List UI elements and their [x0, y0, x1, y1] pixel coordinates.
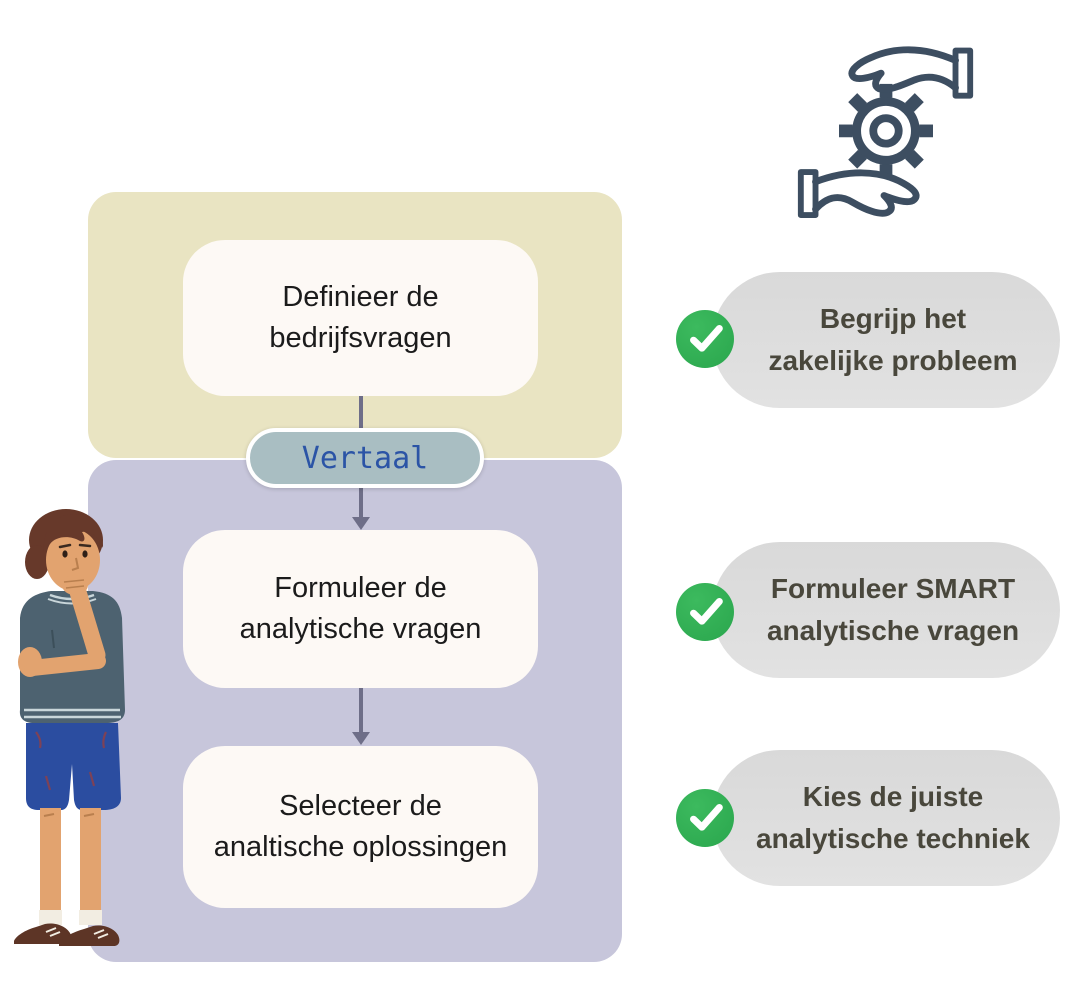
flow-node-define-business-questions: Definieer de bedrijfsvragen — [183, 240, 538, 396]
checklist-item-understand-business-problem: Begrijp het zakelijke probleem — [712, 272, 1060, 408]
checklist-item-formulate-smart-questions: Formuleer SMART analytische vragen — [712, 542, 1060, 678]
thinking-man-illustration — [14, 509, 125, 946]
hands-holding-gear-icon — [797, 46, 974, 219]
checklist-text-line: zakelijke probleem — [768, 345, 1018, 376]
check-icon — [676, 789, 734, 847]
check-icon — [676, 583, 734, 641]
flow-node-text-line: Selecteer de — [279, 789, 442, 822]
flow-arrow-down — [351, 488, 371, 531]
checklist-text-line: Begrijp het — [819, 303, 967, 334]
flow-node-text-line: analytische vragen — [239, 613, 482, 645]
checklist-text-line: analytische vragen — [766, 615, 1020, 646]
check-icon — [676, 310, 734, 368]
flow-node-text-line: Definieer de — [282, 280, 439, 313]
translate-label: Vertaal — [301, 440, 429, 476]
translate-connector-pill: Vertaal — [246, 428, 484, 488]
flow-node-text-line: bedrijfsvragen — [269, 322, 452, 354]
arrow-shaft — [359, 488, 363, 518]
flow-connector-line — [359, 396, 363, 430]
flow-node-formulate-analytical-questions: Formuleer de analytische vragen — [183, 530, 538, 688]
flow-arrow-down — [351, 688, 371, 746]
arrow-head — [352, 517, 370, 530]
checklist-text-line: Formuleer SMART — [770, 573, 1016, 604]
checklist-text-line: analytische techniek — [756, 823, 1030, 854]
flow-node-text-line: analtische oplossingen — [213, 831, 508, 863]
arrow-head — [352, 732, 370, 745]
flow-node-select-analytical-solutions: Selecteer de analtische oplossingen — [183, 746, 538, 908]
checklist-text-line: Kies de juiste — [802, 781, 984, 812]
arrow-shaft — [359, 688, 363, 733]
checklist-item-choose-right-technique: Kies de juiste analytische techniek — [712, 750, 1060, 886]
flow-node-text-line: Formuleer de — [274, 571, 447, 604]
